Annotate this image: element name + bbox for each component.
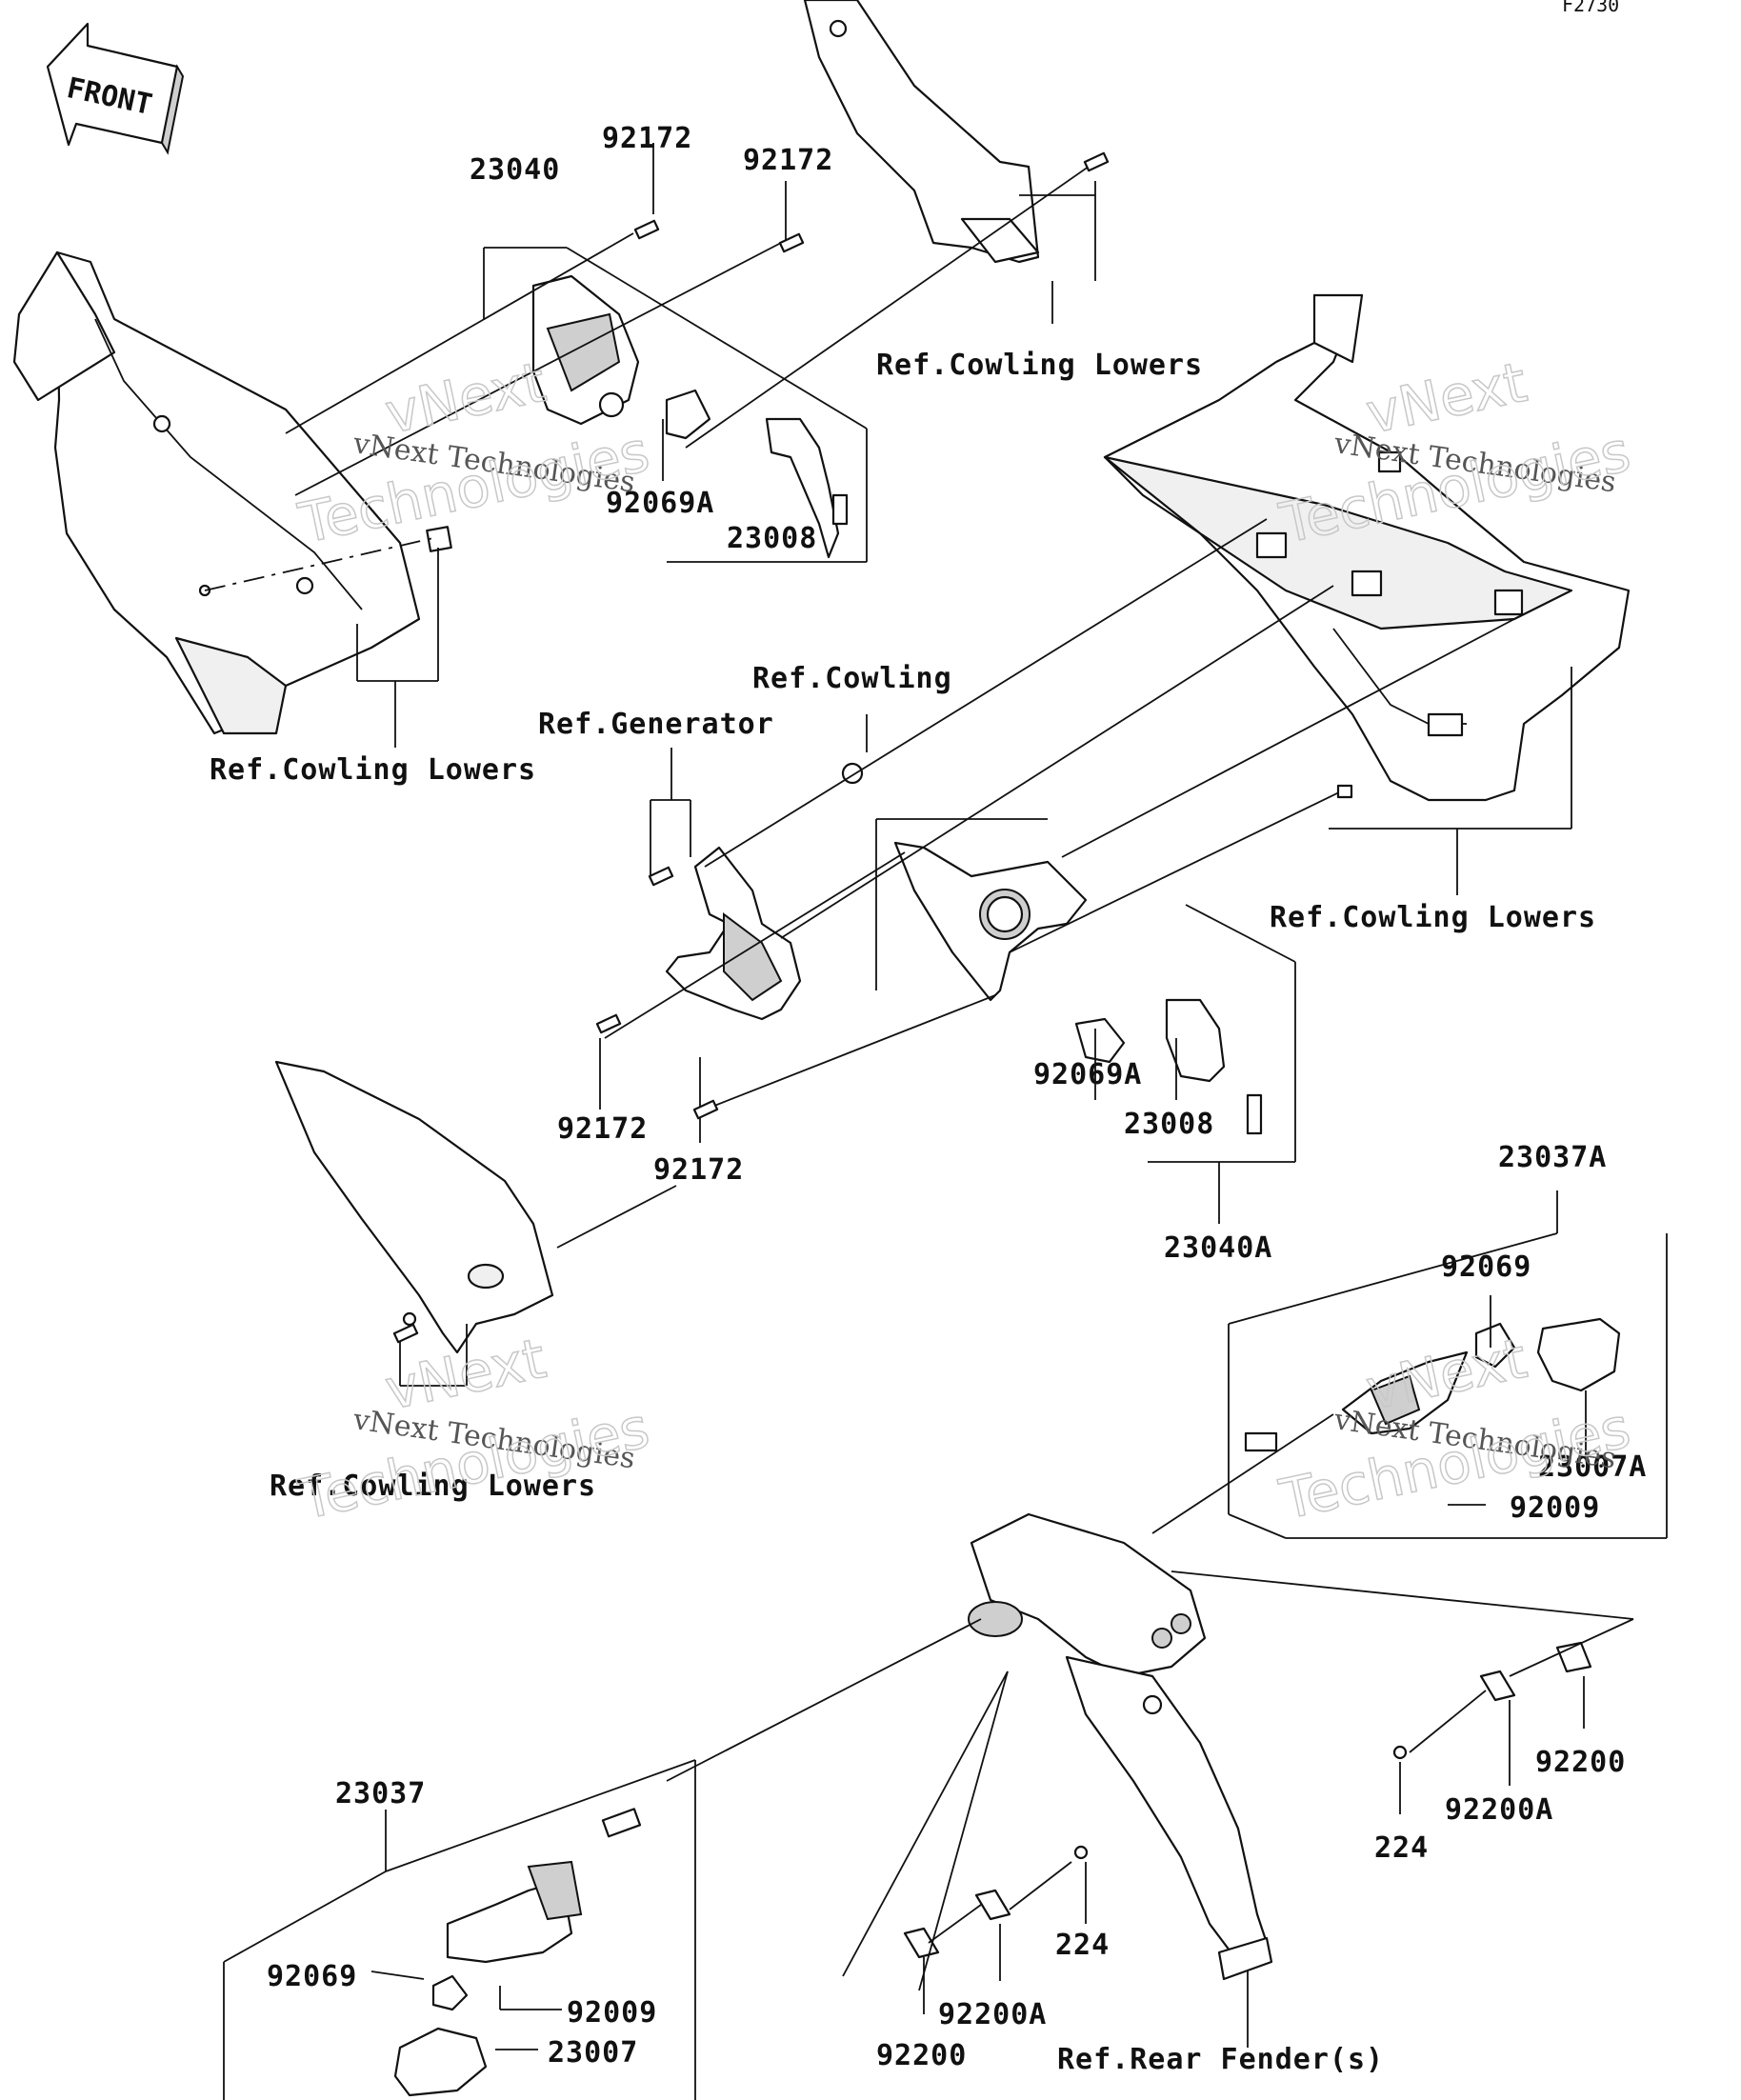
watermark-outline: Technologies [293,419,655,556]
label-92069a-top: 92069A [606,487,714,520]
front-arrow-icon: FRONT [46,22,185,155]
label-92069a-mid: 92069A [1033,1058,1142,1091]
label-ref-cowling-lowers-right: Ref.Cowling Lowers [1270,901,1596,934]
label-92009-left: 92009 [567,1996,657,2030]
label-92009-right: 92009 [1510,1491,1600,1525]
label-92172-d: 92172 [653,1153,744,1187]
label-23007: 23007 [548,2036,638,2070]
upper-left-cowling-panel [12,250,452,735]
label-23040a: 23040A [1164,1231,1272,1265]
label-23007a: 23007A [1538,1450,1647,1484]
label-92069-left: 92069 [267,1960,357,1993]
right-cowling-panel [1103,293,1631,802]
label-23037: 23037 [335,1777,426,1810]
lower-left-cowling-fin [274,1060,554,1354]
label-92200a-right: 92200A [1445,1793,1553,1827]
label-92200a-mid: 92200A [938,1998,1047,2031]
center-lines [204,161,1515,1944]
label-23008-mid: 23008 [1124,1108,1214,1141]
label-ref-cowling: Ref.Cowling [752,662,952,695]
label-23008-top: 23008 [727,522,817,555]
turn-signal-assembly-23037 [393,1808,642,2097]
upper-center-cowling-strip [803,0,1040,264]
label-92200-right: 92200 [1535,1746,1626,1779]
bolts [392,151,1353,1344]
label-92069-right: 92069 [1441,1250,1531,1284]
label-ref-cowling-lowers-left: Ref.Cowling Lowers [210,753,536,787]
turn-signal-assembly-23040 [531,274,849,559]
label-ref-cowling-lowers-top: Ref.Cowling Lowers [876,349,1203,382]
label-92172-c: 92172 [557,1112,648,1146]
label-ref-cowling-lowers-bottom: Ref.Cowling Lowers [270,1470,596,1503]
label-224-right: 224 [1374,1831,1429,1865]
label-224-mid: 224 [1055,1929,1110,1962]
part-labels: 23040 92172 92172 92069A 23008 Ref.Cowli… [210,122,1647,2076]
label-92172-a: 92172 [602,122,692,155]
turn-signal-assembly-23040a [893,841,1263,1135]
label-92172-b: 92172 [743,144,833,177]
leader-lines [223,143,1668,2100]
label-ref-rear-fender: Ref.Rear Fender(s) [1057,2043,1384,2076]
watermark-outline: vNext [1361,1326,1532,1423]
watermark-outline: vNext [380,1326,551,1423]
rear-fender-bracket [968,1512,1273,1981]
generator-bracket [665,762,864,1021]
label-ref-generator: Ref.Generator [538,708,774,741]
diagram-code: F2730 [1562,0,1619,16]
watermark-outline: vNext [1361,350,1532,447]
label-23040: 23040 [470,153,560,187]
label-23037a: 23037A [1498,1141,1607,1174]
watermark-outline: Technologies [293,1395,655,1532]
turn-signal-assembly-23037a [1244,1317,1621,1452]
label-92200-mid: 92200 [876,2039,967,2072]
